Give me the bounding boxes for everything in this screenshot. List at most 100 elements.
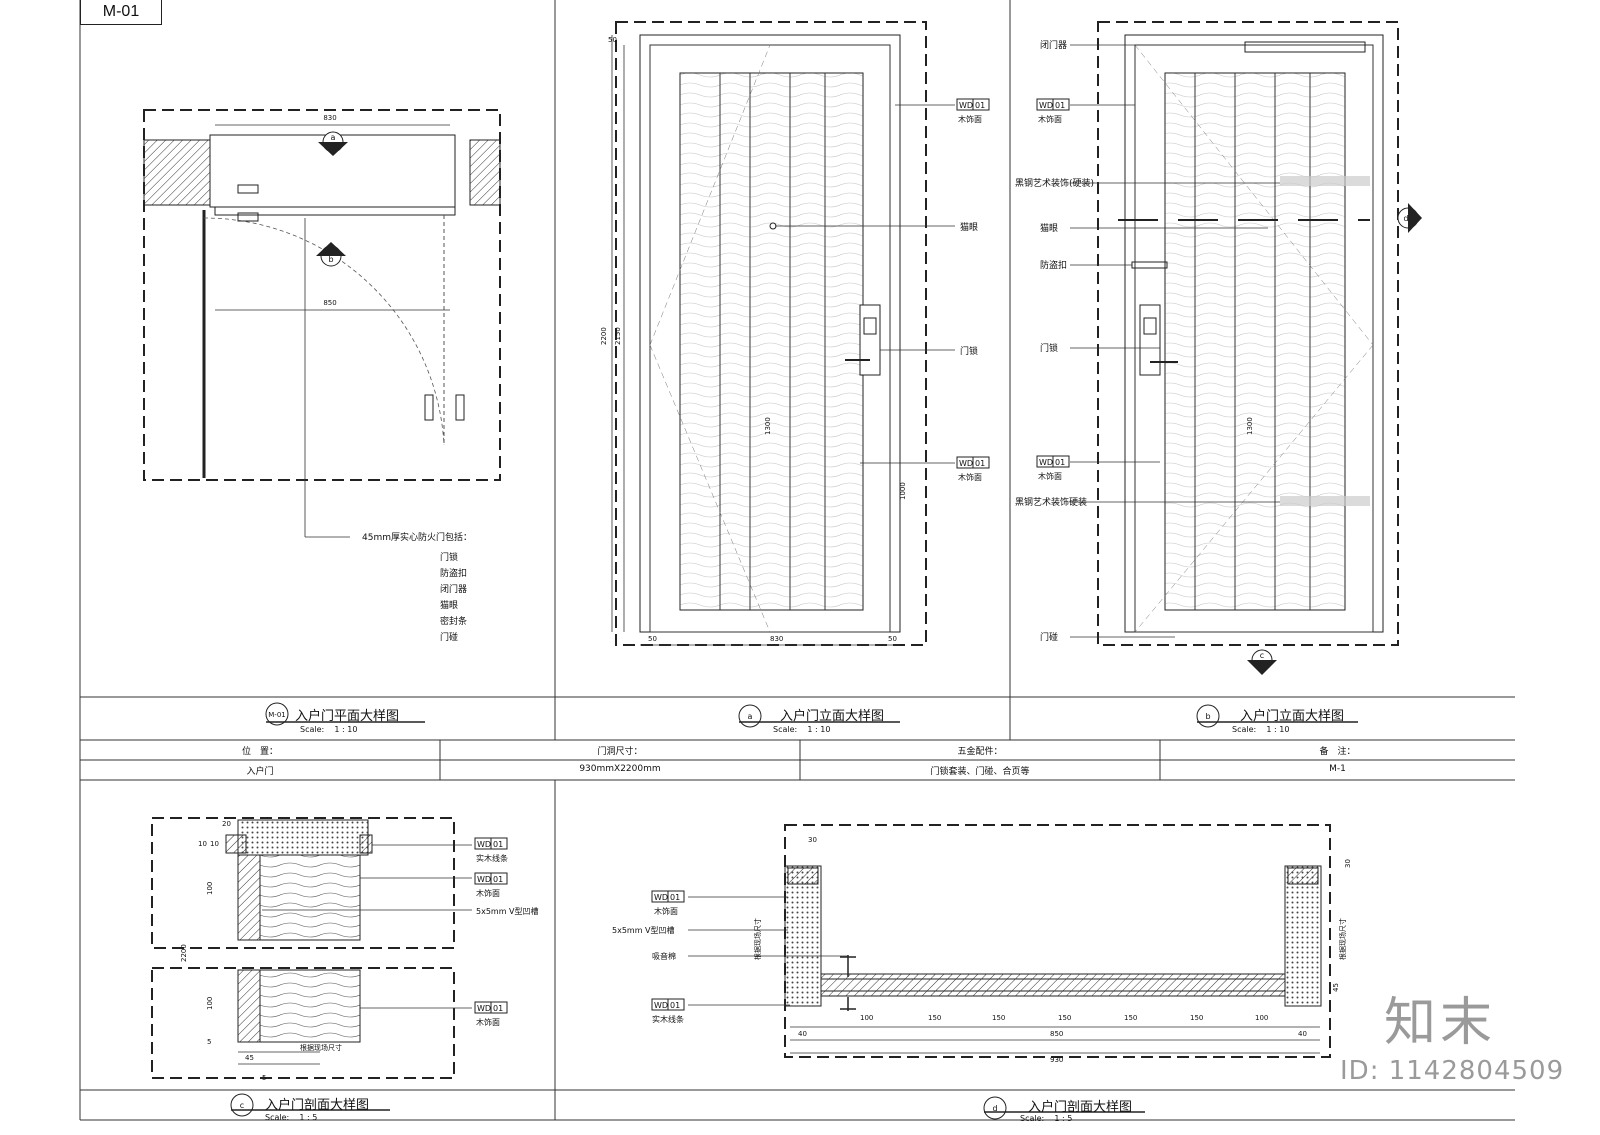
callout-groove: 5x5mm V型凹槽 [612, 925, 675, 935]
section-c: 20 10 10 100 2200 100 5 45 5 根据现场尺寸 WD 0… [151, 817, 539, 1082]
plan-note-item: 猫眼 [440, 599, 458, 611]
schedule-cell-notes: M-1 [1329, 764, 1346, 774]
wall-right [469, 139, 501, 206]
dim-label: 100 [1255, 1014, 1268, 1022]
plan-view: 830 850 a b 45mm厚实心防火门包括： 门锁 防盗扣 [143, 109, 501, 643]
callout-guard: 防盗扣 [1040, 259, 1067, 271]
callout-lock: 门锁 [960, 345, 978, 357]
svg-text:a: a [331, 133, 336, 142]
dim-label: 150 [928, 1014, 941, 1022]
dim-label: 100 [206, 997, 214, 1010]
section-d: 40 40 850 930 30 30 45 100 150 150 150 1… [612, 824, 1352, 1064]
section-marker-b: b [316, 242, 346, 267]
dim-label: 5 [207, 1038, 211, 1046]
plan-scale: Scale: 1 : 10 [300, 725, 358, 734]
elev-b-title: 入户门立面大样图 [1240, 709, 1345, 724]
dim-label: 40 [798, 1030, 807, 1038]
title-tag: d [992, 1104, 997, 1113]
elev-b-scale: Scale: 1 : 10 [1232, 725, 1290, 734]
callout-lock: 门锁 [1040, 342, 1058, 354]
dim-label: 150 [1058, 1014, 1071, 1022]
watermark-id: ID: 1142804509 [1340, 1056, 1565, 1086]
dim-label: 1300 [764, 417, 772, 435]
callout-absorb: 吸音棉 [652, 951, 676, 961]
dim-label: 45 [1332, 983, 1340, 992]
material-label: 木饰面 [958, 114, 982, 124]
section-marker-d: d [1397, 203, 1422, 233]
dim-label: 根据现场尺寸 [753, 918, 762, 960]
material-tag: WD [959, 459, 973, 468]
watermark-brand: 知末 [1384, 993, 1497, 1053]
dim-label: 1300 [1246, 417, 1254, 435]
schedule-header-size: 门洞尺寸： [597, 747, 643, 757]
plan-title: 入户门平面大样图 [295, 709, 400, 724]
schedule-header-notes: 备 注： [1319, 747, 1356, 757]
schedule-cell-hardware: 门锁套装、门碰、合页等 [930, 767, 1030, 777]
lock-icon [859, 304, 881, 376]
material-label: 实木线条 [476, 853, 508, 863]
wall-left [143, 139, 211, 206]
material-tag-number: 01 [670, 893, 680, 902]
dim-label: 150 [1124, 1014, 1137, 1022]
material-tag-number: 01 [493, 875, 503, 884]
title-tag: a [748, 712, 753, 721]
material-tag: WD [654, 893, 668, 902]
dim-label: 930 [1050, 1056, 1063, 1064]
schedule-header-hardware: 五金配件： [957, 747, 1003, 757]
dim-label: 150 [1190, 1014, 1203, 1022]
sheet-id: M-01 [80, 0, 162, 25]
material-label: 木饰面 [654, 906, 678, 916]
dim-label: 50 [648, 635, 657, 643]
plan-note-item: 门碰 [440, 631, 458, 643]
plan-note-item: 防盗扣 [440, 567, 467, 579]
title-tags [230, 702, 1358, 1120]
elev-a-title: 入户门立面大样图 [780, 709, 885, 724]
dim-label: 50 [608, 36, 617, 44]
material-tag-number: 01 [493, 1004, 503, 1013]
elevation-a: 50 2200 2150 1300 1000 50 830 50 WD 01 木… [600, 21, 990, 646]
callout-art-top: 黑钢艺术装饰(硬装) [1015, 177, 1094, 189]
material-tag: WD [477, 875, 491, 884]
dim-label: 根据现场尺寸 [300, 1043, 342, 1052]
dim-label: 40 [1298, 1030, 1307, 1038]
dim-label: 1000 [899, 482, 907, 500]
material-tag-number: 01 [975, 101, 985, 110]
plan-note-item: 密封条 [440, 615, 467, 627]
dim-label: 30 [1344, 859, 1352, 868]
lock-icon [1139, 304, 1161, 376]
material-tag-number: 01 [493, 840, 503, 849]
svg-text:c: c [1260, 651, 1264, 660]
steel-art-bottom [1280, 496, 1370, 506]
dim-label: 10 [198, 840, 207, 848]
material-tag: WD [1039, 458, 1053, 467]
handle-icon [237, 184, 259, 194]
plan-note-item: 门锁 [440, 551, 458, 563]
material-tag-number: 01 [1055, 101, 1065, 110]
dim-label: 830 [770, 635, 783, 643]
material-tag-number: 01 [975, 459, 985, 468]
section-marker-a: a [318, 131, 348, 156]
dim-label: 10 [210, 840, 219, 848]
dim-label: 2200 [180, 944, 188, 962]
dim-label: 30 [808, 836, 817, 844]
svg-text:d: d [1403, 214, 1408, 223]
dim-label: 2150 [614, 327, 622, 345]
elev-a-scale: Scale: 1 : 10 [773, 725, 831, 734]
callout-art-bottom: 黑钢艺术装饰硬装 [1015, 496, 1087, 508]
dim-label: 150 [992, 1014, 1005, 1022]
dim-label: 50 [888, 635, 897, 643]
callout-stop: 门碰 [1040, 631, 1058, 643]
steel-art-top [1280, 176, 1370, 186]
material-label: 木饰面 [476, 888, 500, 898]
material-label: 木饰面 [1038, 114, 1062, 124]
section-d-scale: Scale: 1 : 5 [1020, 1114, 1073, 1123]
material-label: 实木线条 [652, 1014, 684, 1024]
material-label: 木饰面 [476, 1017, 500, 1027]
title-tag: c [240, 1101, 244, 1110]
material-tag: WD [1039, 101, 1053, 110]
elevation-b: 1300 d c [1015, 21, 1422, 675]
dim-label: 45 [245, 1054, 254, 1062]
dim-label: 850 [1050, 1030, 1063, 1038]
